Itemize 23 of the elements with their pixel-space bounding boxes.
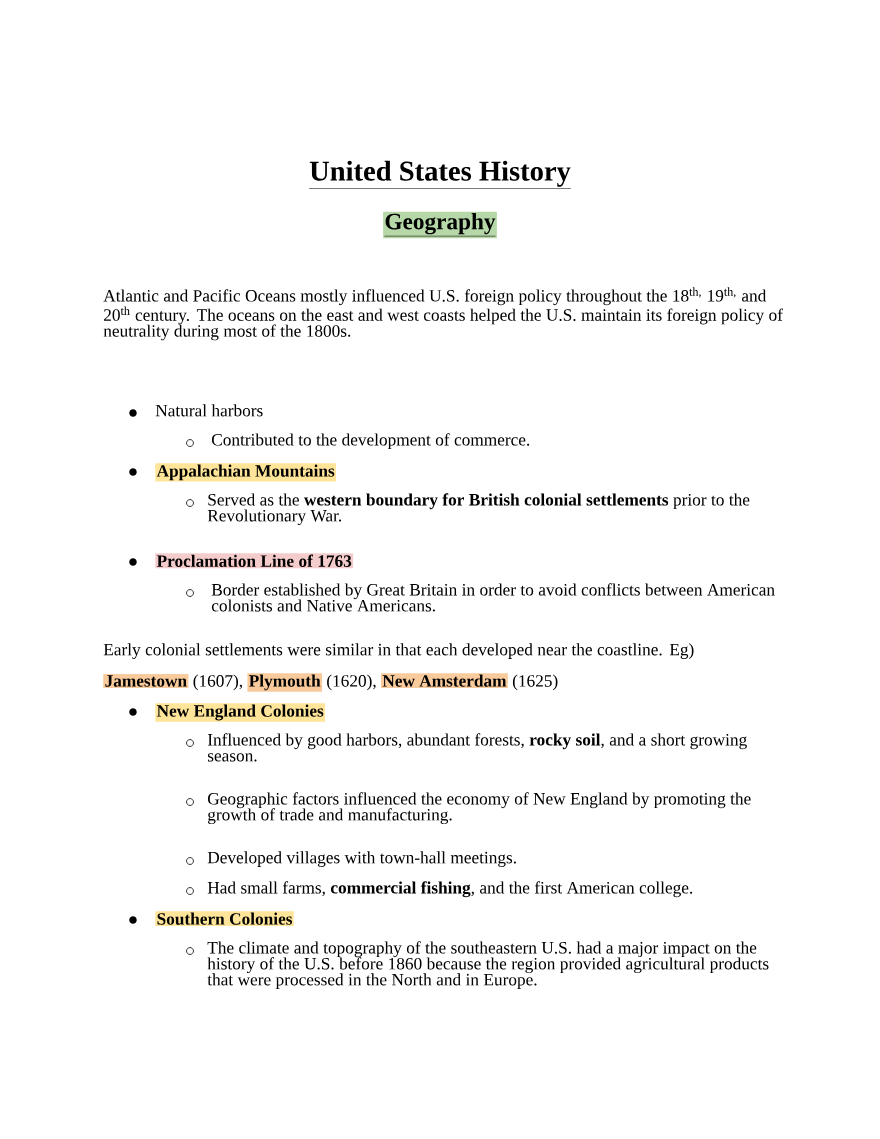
sub-bullet-item: Served as the western boundary for British colonial settlements prior to the Revolutionary War. [207, 493, 750, 526]
sub-bullet-item: Influenced by good harbors, abundant forests, rocky soil, and a short growing season. [207, 733, 747, 762]
bullet-item: Natural harbors [155, 404, 263, 417]
highlighted-bullet-item: Southern Colonies [155, 911, 294, 927]
sub-bullet-item: Border established by Great Britain in order to avoid conflicts between American colonists and Native Americans. [211, 583, 775, 612]
year-text: (1625) [512, 674, 558, 691]
subtitle: Geography [383, 211, 497, 239]
sub-bullet-item: Geographic factors influenced the economy of New England by promoting the growth of trade and manufacturing. [207, 792, 751, 825]
title: United States History [308, 160, 572, 189]
year-text: (1607), [193, 674, 242, 691]
highlighted-place-name: Plymouth [247, 673, 323, 692]
sub-bullet-item: Developed villages with town-hall meetings. [207, 851, 516, 867]
sub-bullet-item: Contributed to the development of commerce. [211, 433, 530, 450]
highlighted-bullet-item: Proclamation Line of 1763 [155, 553, 354, 569]
highlighted-place-name: Jamestown [103, 673, 189, 689]
sub-bullet-item: The climate and topography of the southeastern U.S. had a major impact on the history of the U.S. before 1860 because the region provided agricultural products that were processed in the North and in Europe. [207, 941, 769, 989]
highlighted-bullet-item: Appalachian Mountains [155, 463, 337, 482]
highlighted-place-name: New Amsterdam [381, 673, 508, 689]
year-text: (1620), [327, 674, 376, 691]
highlighted-bullet-item: New England Colonies [155, 703, 326, 722]
sub-bullet-item: Had small farms, commercial fishing, and the first American college. [207, 881, 693, 898]
paragraph: Atlantic and Pacific Oceans mostly influenced U.S. foreign policy throughout the 18$^{th,}$ 19$^{th,}$ and 20$^{th}$ century. The oceans on the east and west coasts helped the U.S. maintain its foreign policy of neutrality during most of the 1800s. [103, 287, 783, 341]
paragraph: Early colonial settlements were similar in that each developed near the coastline. Eg) [103, 643, 694, 659]
